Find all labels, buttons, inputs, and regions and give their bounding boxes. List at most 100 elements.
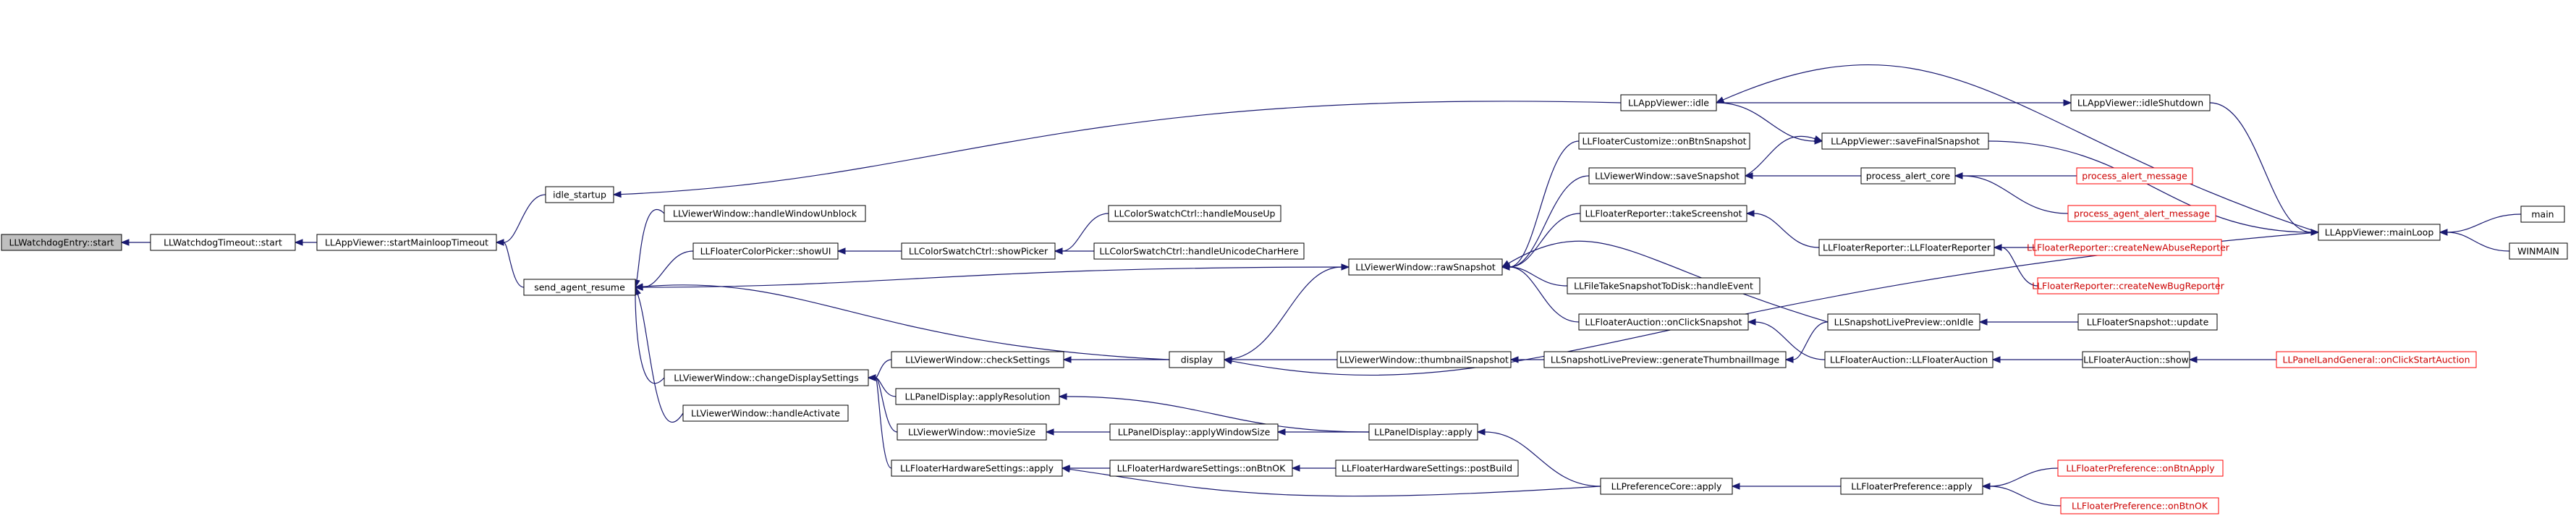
node-box[interactable] bbox=[2509, 242, 2568, 260]
node-box[interactable] bbox=[2077, 313, 2218, 331]
node-box[interactable] bbox=[1578, 132, 1750, 150]
node-box[interactable] bbox=[2082, 351, 2190, 368]
graph-node[interactable]: LLPanelDisplay::applyWindowSize bbox=[1109, 423, 1279, 441]
graph-node[interactable]: LLFloaterAuction::onClickSnapshot bbox=[1578, 313, 1749, 331]
graph-node[interactable]: LLFloaterSnapshot::update bbox=[2077, 313, 2218, 331]
graph-node[interactable]: LLColorSwatchCtrl::handleUnicodeCharHere bbox=[1093, 242, 1305, 260]
node-box[interactable] bbox=[1, 234, 122, 251]
graph-node[interactable]: LLFloaterReporter::createNewBugReporter bbox=[2032, 277, 2225, 295]
node-box[interactable] bbox=[2067, 205, 2216, 222]
node-box[interactable] bbox=[891, 351, 1064, 368]
node-box[interactable] bbox=[1567, 277, 1761, 295]
node-box[interactable] bbox=[664, 205, 866, 222]
graph-node[interactable]: LLViewerWindow::handleWindowUnblock bbox=[664, 205, 866, 222]
node-box[interactable] bbox=[1580, 205, 1747, 222]
graph-node[interactable]: idle_startup bbox=[545, 186, 614, 203]
graph-node[interactable]: LLSnapshotLivePreview::generateThumbnail… bbox=[1543, 351, 1787, 368]
graph-node[interactable]: LLFloaterPreference::apply bbox=[1840, 478, 1983, 495]
node-box[interactable] bbox=[1588, 167, 1746, 185]
graph-node[interactable]: LLAppViewer::idleShutdown bbox=[2070, 94, 2211, 111]
node-box[interactable] bbox=[1108, 205, 1281, 222]
node-box[interactable] bbox=[1543, 351, 1787, 368]
node-box[interactable] bbox=[2318, 224, 2441, 241]
node-box[interactable] bbox=[682, 404, 849, 422]
graph-node[interactable]: LLViewerWindow::changeDisplaySettings bbox=[664, 369, 869, 386]
graph-node[interactable]: LLAppViewer::startMainloopTimeout bbox=[316, 234, 497, 251]
node-box[interactable] bbox=[1169, 351, 1225, 368]
node-box[interactable] bbox=[1093, 242, 1305, 260]
graph-node[interactable]: LLViewerWindow::saveSnapshot bbox=[1588, 167, 1746, 185]
node-box[interactable] bbox=[150, 234, 296, 251]
node-box[interactable] bbox=[897, 423, 1047, 441]
graph-node[interactable]: LLPanelDisplay::apply bbox=[1368, 423, 1478, 441]
graph-node[interactable]: LLFloaterAuction::show bbox=[2082, 351, 2190, 368]
graph-node[interactable]: LLFloaterPreference::onBtnOK bbox=[2060, 497, 2219, 514]
graph-node[interactable]: display bbox=[1169, 351, 1225, 368]
graph-node[interactable]: LLWatchdogTimeout::start bbox=[150, 234, 296, 251]
node-box[interactable] bbox=[2037, 277, 2219, 295]
node-box[interactable] bbox=[1348, 258, 1503, 276]
graph-node[interactable]: LLViewerWindow::handleActivate bbox=[682, 404, 849, 422]
node-box[interactable] bbox=[1821, 132, 1989, 150]
node-box[interactable] bbox=[545, 186, 614, 203]
graph-node[interactable]: main bbox=[2520, 206, 2565, 223]
graph-node[interactable]: process_alert_message bbox=[2076, 167, 2193, 185]
graph-node[interactable]: LLFloaterCustomize::onBtnSnapshot bbox=[1578, 132, 1750, 150]
graph-node[interactable]: WINMAIN bbox=[2509, 242, 2568, 260]
node-box[interactable] bbox=[1620, 94, 1717, 111]
graph-node[interactable]: LLViewerWindow::thumbnailSnapshot bbox=[1336, 351, 1512, 368]
graph-node[interactable]: LLViewerWindow::movieSize bbox=[897, 423, 1047, 441]
node-box[interactable] bbox=[1860, 167, 1956, 185]
graph-node[interactable]: LLViewerWindow::checkSettings bbox=[891, 351, 1064, 368]
node-box[interactable] bbox=[1578, 313, 1749, 331]
node-box[interactable] bbox=[2060, 497, 2219, 514]
node-box[interactable] bbox=[2070, 94, 2211, 111]
graph-node[interactable]: LLViewerWindow::rawSnapshot bbox=[1348, 258, 1503, 276]
node-box[interactable] bbox=[1827, 313, 1980, 331]
node-box[interactable] bbox=[1824, 351, 1994, 368]
graph-node[interactable]: LLFloaterColorPicker::showUI bbox=[692, 242, 839, 260]
graph-node[interactable]: LLPanelLandGeneral::onClickStartAuction bbox=[2276, 351, 2477, 368]
graph-node[interactable]: LLFloaterHardwareSettings::onBtnOK bbox=[1109, 459, 1293, 477]
graph-node[interactable]: LLFileTakeSnapshotToDisk::handleEvent bbox=[1567, 277, 1761, 295]
graph-node[interactable]: LLFloaterHardwareSettings::apply bbox=[891, 459, 1063, 477]
graph-node[interactable]: process_agent_alert_message bbox=[2067, 205, 2216, 222]
graph-node[interactable]: LLPanelDisplay::applyResolution bbox=[895, 388, 1060, 405]
node-box[interactable] bbox=[1818, 239, 1995, 256]
node-box[interactable] bbox=[1109, 459, 1293, 477]
node-box[interactable] bbox=[901, 242, 1056, 260]
node-box[interactable] bbox=[891, 459, 1063, 477]
node-box[interactable] bbox=[895, 388, 1060, 405]
graph-node[interactable]: LLPreferenceCore::apply bbox=[1600, 478, 1733, 495]
graph-node[interactable]: LLAppViewer::mainLoop bbox=[2318, 224, 2441, 241]
node-box[interactable] bbox=[1600, 478, 1733, 495]
graph-node[interactable]: LLColorSwatchCtrl::handleMouseUp bbox=[1108, 205, 1281, 222]
node-box[interactable] bbox=[1840, 478, 1983, 495]
node-box[interactable] bbox=[316, 234, 497, 251]
node-box[interactable] bbox=[1109, 423, 1279, 441]
node-box[interactable] bbox=[523, 279, 636, 296]
graph-node[interactable]: process_alert_core bbox=[1860, 167, 1956, 185]
node-box[interactable] bbox=[2057, 459, 2224, 477]
graph-node[interactable]: LLFloaterReporter::createNewAbuseReporte… bbox=[2027, 239, 2230, 256]
graph-node[interactable]: LLFloaterReporter::takeScreenshot bbox=[1580, 205, 1747, 222]
graph-node[interactable]: LLFloaterHardwareSettings::postBuild bbox=[1335, 459, 1519, 477]
graph-node[interactable]: LLWatchdogEntry::start bbox=[1, 234, 122, 251]
graph-node[interactable]: LLAppViewer::saveFinalSnapshot bbox=[1821, 132, 1989, 150]
node-box[interactable] bbox=[664, 369, 869, 386]
node-box[interactable] bbox=[2520, 206, 2565, 223]
graph-node[interactable]: LLAppViewer::idle bbox=[1620, 94, 1717, 111]
node-box[interactable] bbox=[2276, 351, 2477, 368]
node-box[interactable] bbox=[1368, 423, 1478, 441]
graph-node[interactable]: LLFloaterAuction::LLFloaterAuction bbox=[1824, 351, 1994, 368]
node-box[interactable] bbox=[1336, 351, 1512, 368]
node-box[interactable] bbox=[1335, 459, 1519, 477]
graph-node[interactable]: LLColorSwatchCtrl::showPicker bbox=[901, 242, 1056, 260]
node-box[interactable] bbox=[2034, 239, 2222, 256]
graph-node[interactable]: send_agent_resume bbox=[523, 279, 636, 296]
graph-node[interactable]: LLSnapshotLivePreview::onIdle bbox=[1827, 313, 1980, 331]
graph-node[interactable]: LLFloaterReporter::LLFloaterReporter bbox=[1818, 239, 1995, 256]
node-box[interactable] bbox=[692, 242, 839, 260]
graph-node[interactable]: LLFloaterPreference::onBtnApply bbox=[2057, 459, 2224, 477]
node-box[interactable] bbox=[2076, 167, 2193, 185]
